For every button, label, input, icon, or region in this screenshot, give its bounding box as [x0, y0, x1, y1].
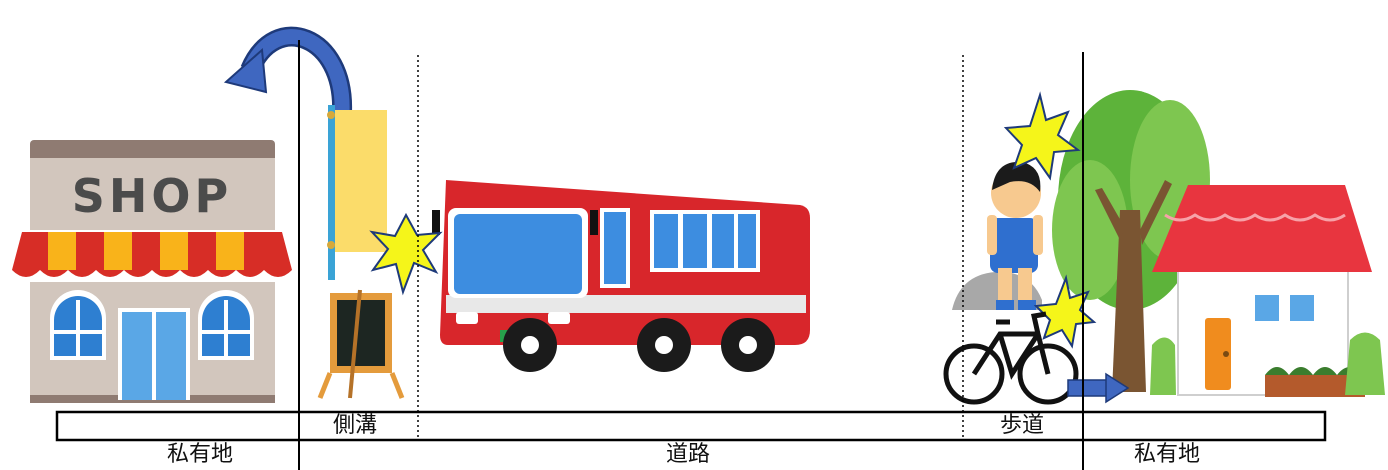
shop-building: SHOP: [12, 140, 292, 403]
ground-band: [55, 410, 1327, 442]
impact-star-icon: [369, 212, 443, 296]
curved-return-arrow-icon: [223, 26, 353, 113]
bicycle: [943, 311, 1079, 405]
impact-star-icon: [1003, 91, 1081, 181]
nobori-flag: [327, 105, 387, 280]
a-frame-signboard: [317, 289, 405, 399]
sidewalk-label: 歩道: [1000, 413, 1045, 438]
house: [1150, 185, 1385, 397]
shop-sign-text: SHOP: [72, 169, 232, 223]
road-label: 道路: [666, 442, 711, 467]
shop-awning: [12, 232, 292, 277]
right-arrow-icon: [1067, 372, 1130, 404]
bus: [432, 180, 810, 372]
impact-star-icon: [1033, 274, 1097, 349]
left-private-land-label: 私有地: [167, 442, 234, 467]
boy-running: [987, 161, 1043, 310]
gutter-label: 側溝: [333, 413, 378, 438]
right-private-land-label: 私有地: [1134, 442, 1201, 467]
